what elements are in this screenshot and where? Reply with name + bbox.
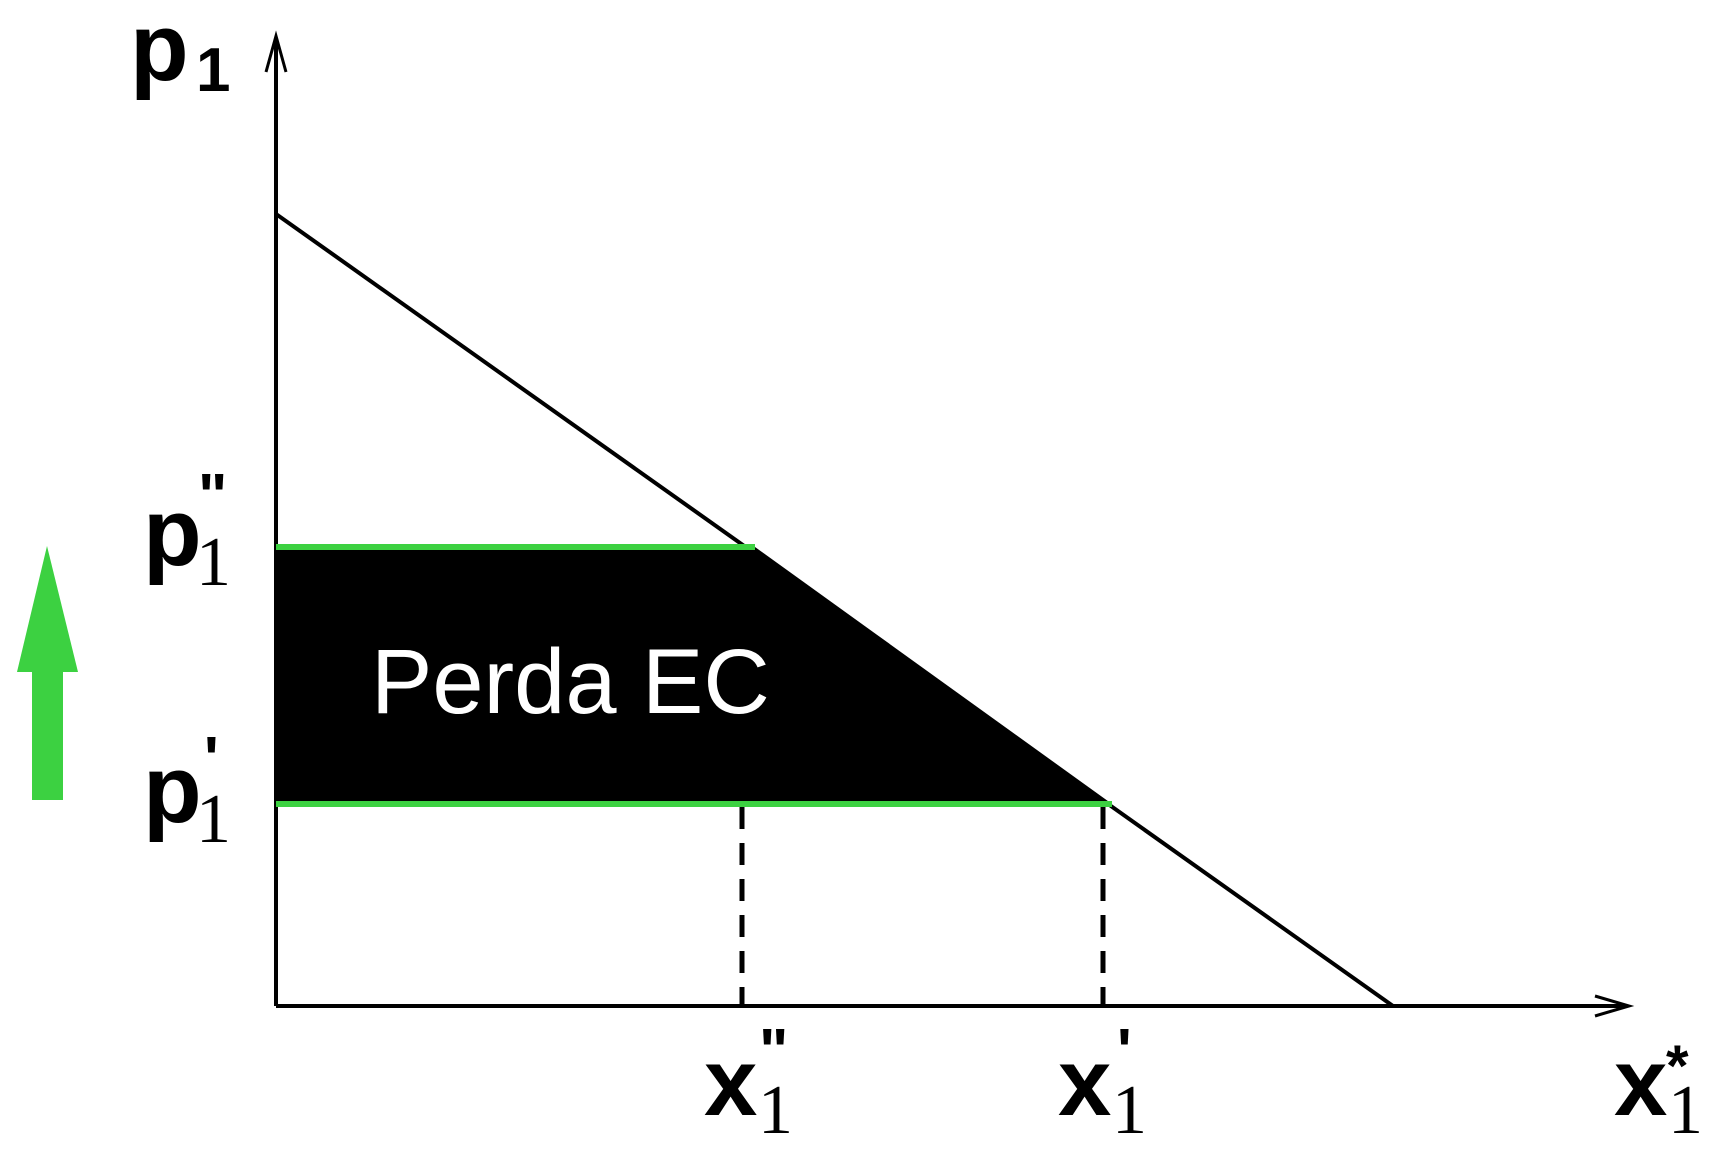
x-axis-label-subscript: 1 bbox=[1668, 1072, 1703, 1149]
price-label-p1-double-prime-mark: " bbox=[198, 462, 228, 531]
price-label-p1-prime: p bbox=[143, 736, 202, 843]
quantity-label-x1-prime: x bbox=[1058, 1029, 1112, 1136]
y-axis-label: p bbox=[130, 0, 189, 96]
y-axis-label-subscript: 1 bbox=[196, 36, 231, 105]
region-label: Perda EC bbox=[371, 631, 770, 733]
price-label-p1-double-prime: p bbox=[143, 479, 202, 586]
price-label-p1-prime-subscript: 1 bbox=[196, 781, 231, 858]
quantity-label-x1-double-prime-mark: " bbox=[759, 1017, 789, 1086]
up-arrow-icon bbox=[17, 546, 78, 800]
price-label-p1-double-prime-subscript: 1 bbox=[196, 524, 231, 601]
demand-line bbox=[274, 212, 1395, 1008]
consumer-surplus-loss-region bbox=[276, 547, 1112, 804]
price-label-p1-prime-mark: ' bbox=[204, 725, 219, 794]
quantity-label-x1-double-prime: x bbox=[704, 1029, 758, 1136]
y-axis-arrowhead bbox=[264, 30, 288, 73]
quantity-label-x1-prime-subscript: 1 bbox=[1112, 1072, 1147, 1149]
x-axis-label-superscript: * bbox=[1666, 1034, 1689, 1099]
x-axis-label: x bbox=[1614, 1029, 1668, 1136]
quantity-label-x1-prime-mark: ' bbox=[1117, 1017, 1132, 1086]
y-axis-label-main: p bbox=[130, 0, 189, 101]
x-axis-arrowhead bbox=[1594, 994, 1635, 1018]
quantity-label-x1-double-prime-subscript: 1 bbox=[758, 1072, 793, 1149]
